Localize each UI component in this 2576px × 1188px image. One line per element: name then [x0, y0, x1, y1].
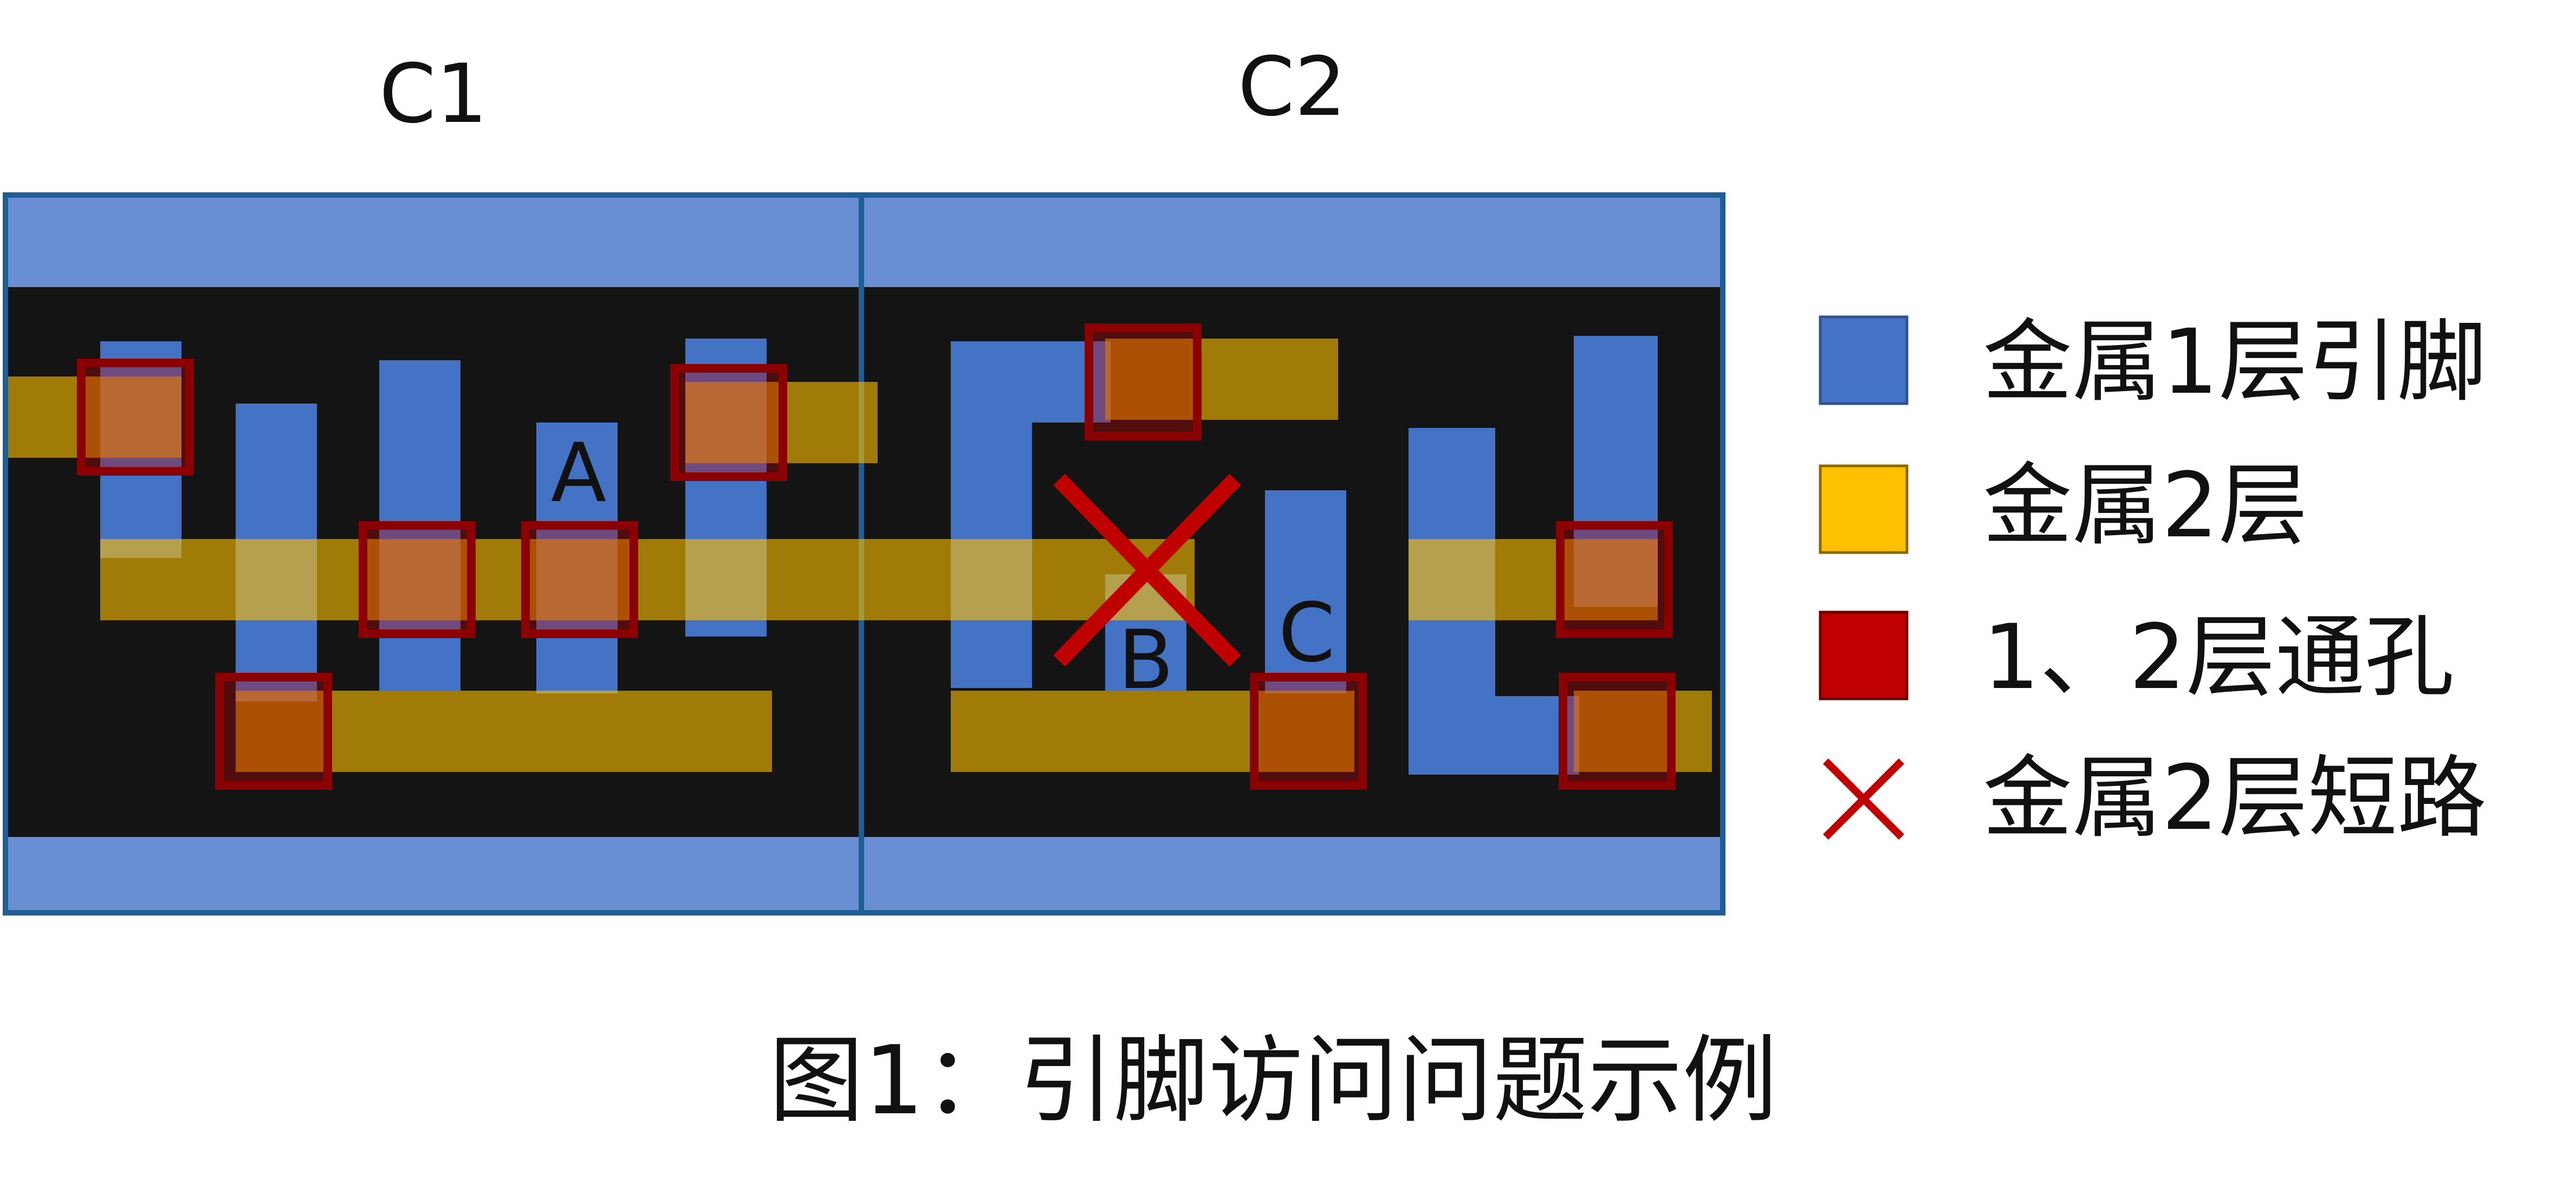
- legend-label: 金属1层引脚: [1983, 310, 2487, 414]
- metal2-wire: [1409, 539, 1658, 620]
- via-pin-c: [1250, 673, 1367, 790]
- legend-label: 金属2层短路: [1983, 746, 2487, 850]
- legend-swatch-metal1: [1819, 315, 1909, 405]
- cell-label-c2: C2: [1238, 40, 1346, 134]
- metal1-pin-l-shape-top: [951, 341, 1111, 423]
- metal1-pin-l-shape-bottom: [1409, 696, 1579, 775]
- via: [1559, 673, 1676, 790]
- via-layer: [77, 323, 1676, 790]
- metal2-wire: [1105, 339, 1338, 420]
- legend: 金属1层引脚 金属2层 1、2层通孔 金属2层短路: [1819, 310, 2487, 850]
- short-mark-icon: [1053, 473, 1241, 667]
- metal2-layer: [8, 339, 1712, 772]
- legend-label: 金属2层: [1983, 453, 2308, 557]
- via: [1085, 323, 1202, 440]
- via: [1556, 521, 1673, 638]
- metal1-pin-c: [1265, 490, 1346, 693]
- pin-label-b: B: [1118, 613, 1174, 707]
- legend-label: 1、2层通孔: [1983, 605, 2454, 709]
- metal2-wire: [8, 376, 181, 458]
- via: [215, 673, 332, 790]
- cell-label-c1: C1: [379, 47, 488, 141]
- via: [670, 364, 787, 481]
- metal2-wire-long: [100, 539, 1195, 620]
- legend-swatch-metal2: [1819, 464, 1909, 554]
- figure-caption: 图1：引脚访问问题示例: [769, 1026, 1777, 1136]
- via-pin-a: [521, 521, 638, 638]
- pin-label-c: C: [1279, 586, 1335, 680]
- metal2-wire: [951, 691, 1354, 772]
- legend-swatch-via: [1819, 611, 1909, 700]
- pin-label-a: A: [551, 426, 607, 521]
- via: [359, 521, 476, 638]
- metal2-wire: [1574, 691, 1712, 772]
- via: [77, 359, 194, 476]
- x-mark-icon: [1823, 758, 1904, 840]
